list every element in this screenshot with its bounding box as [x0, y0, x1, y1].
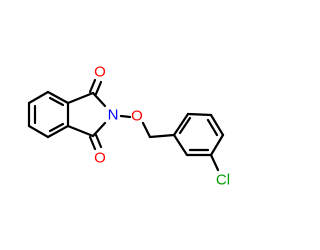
nitrogen-label: N	[108, 107, 119, 124]
bond	[119, 114, 132, 119]
bond	[209, 153, 220, 172]
bond	[88, 135, 97, 151]
phthalimide-benzene-ring	[27, 90, 70, 139]
chlorophenyl-ring	[172, 112, 225, 172]
oxygen-label-bottom: O	[94, 150, 106, 167]
double-bond-inner	[206, 118, 219, 137]
bond	[88, 78, 97, 94]
bond	[46, 124, 70, 139]
bond	[141, 121, 152, 139]
bond	[186, 112, 213, 117]
chlorine-label: Cl	[216, 172, 230, 189]
carbonyl-bottom	[88, 133, 103, 151]
bond	[94, 133, 103, 149]
bond	[66, 91, 95, 105]
linker	[119, 114, 176, 139]
bond	[27, 124, 50, 139]
structure-diagram: O O N O Cl	[0, 0, 250, 250]
bond	[209, 113, 225, 137]
bond	[91, 91, 107, 108]
bond	[46, 90, 70, 105]
oxygen-label-top: O	[94, 64, 106, 81]
double-bond-inner	[48, 96, 65, 107]
bond	[172, 112, 190, 137]
carbonyl-top	[88, 78, 103, 96]
background	[0, 0, 250, 250]
ether-oxygen-label: O	[131, 108, 143, 125]
double-bond-inner	[178, 116, 192, 135]
bond	[209, 133, 225, 157]
bond	[148, 133, 176, 139]
bond	[66, 124, 95, 138]
imide-ring	[66, 91, 107, 138]
bond	[91, 121, 107, 138]
bond	[172, 133, 189, 157]
double-bond-inner	[48, 122, 65, 133]
bond	[27, 90, 50, 105]
bond	[94, 80, 103, 96]
